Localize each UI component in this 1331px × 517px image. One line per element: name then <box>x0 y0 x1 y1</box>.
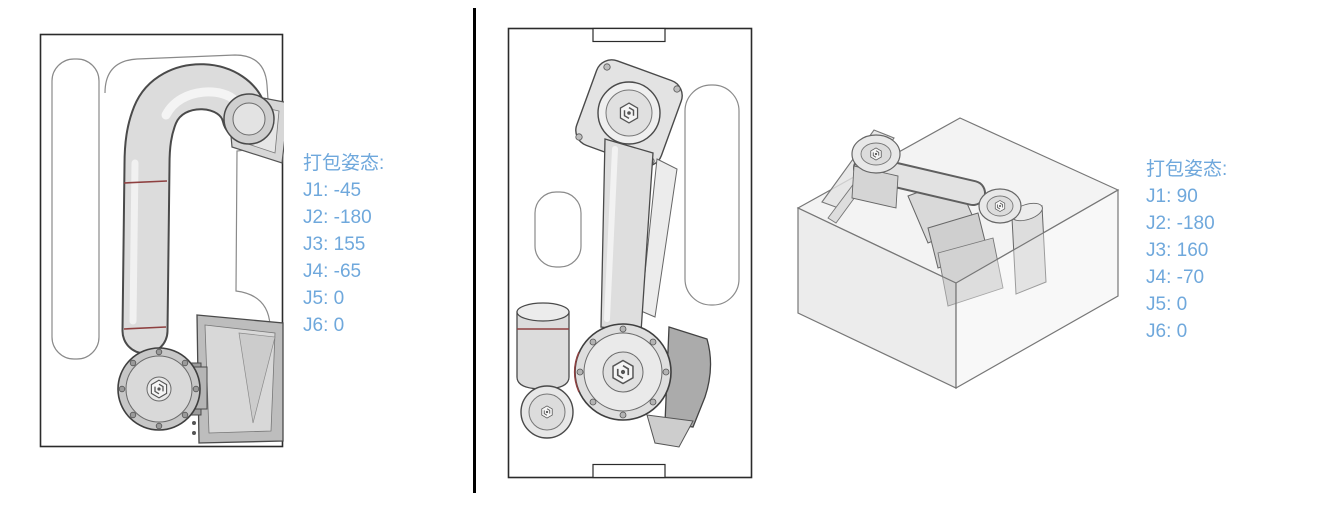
joint-j5: J5: 0 <box>303 288 345 309</box>
pose-title: 打包姿态: <box>303 153 385 174</box>
joint-j2: J2: -180 <box>303 207 372 228</box>
case-notch-top <box>592 27 666 43</box>
packed-robot-top-view-drawing <box>39 33 284 448</box>
foam-slot-outline <box>534 191 582 268</box>
joint-j2: J2: -180 <box>1146 213 1215 234</box>
joint-j4: J4: -70 <box>1146 267 1205 288</box>
box-right-face <box>955 188 1119 390</box>
arm-highlight <box>129 159 139 325</box>
bolt-holes <box>118 348 200 430</box>
bolt-dot <box>192 421 196 425</box>
bolt-holes <box>576 325 670 419</box>
robot-base-rib <box>238 332 276 424</box>
packed-robot-plan-view-svg <box>507 27 753 479</box>
shoulder-cylinder-cap <box>516 302 570 322</box>
hex-logo-icon <box>612 359 634 385</box>
foam-slot-outline <box>684 84 740 306</box>
joint-j1: J1: 90 <box>1146 186 1198 207</box>
joint-j3: J3: 155 <box>303 234 366 255</box>
arm-highlight <box>161 87 240 120</box>
case-notch-bottom <box>592 463 666 479</box>
wrist-cone <box>646 414 694 448</box>
case-border <box>39 33 284 448</box>
hex-logo-icon <box>541 405 553 419</box>
seam-line <box>123 326 167 330</box>
robot-in-box-isometric-drawing <box>788 78 1128 398</box>
seam-line <box>123 180 168 184</box>
packed-robot-top-view-svg <box>39 33 284 448</box>
vertical-divider <box>473 8 476 493</box>
pose-block-left: 打包姿态: J1: -45 J2: -180 J3: 155 J4: -65 J… <box>303 150 384 339</box>
joint-j5: J5: 0 <box>1146 294 1188 315</box>
elbow-casting <box>664 326 712 428</box>
packed-robot-plan-view-drawing <box>507 27 753 479</box>
joint-j6: J6: 0 <box>303 315 345 336</box>
joint-j4: J4: -65 <box>303 261 362 282</box>
joint-j1: J1: -45 <box>303 180 362 201</box>
foam-slot-outline <box>51 58 100 360</box>
elbow-cap-inner <box>232 102 266 136</box>
bolt-dot <box>192 431 196 435</box>
pose-title: 打包姿态: <box>1146 159 1228 180</box>
hex-logo-icon <box>150 379 168 399</box>
seam-line <box>573 351 580 393</box>
arm-highlight <box>604 146 618 322</box>
joint-j6: J6: 0 <box>1146 321 1188 342</box>
hex-logo-icon <box>619 102 639 124</box>
joint-j3: J3: 160 <box>1146 240 1209 261</box>
pose-block-right: 打包姿态: J1: 90 J2: -180 J3: 160 J4: -70 J5… <box>1146 156 1227 345</box>
packed-robot-isometric <box>827 134 1047 307</box>
robot-in-box-isometric-svg <box>796 117 1120 390</box>
shoulder-cylinder <box>516 311 570 390</box>
